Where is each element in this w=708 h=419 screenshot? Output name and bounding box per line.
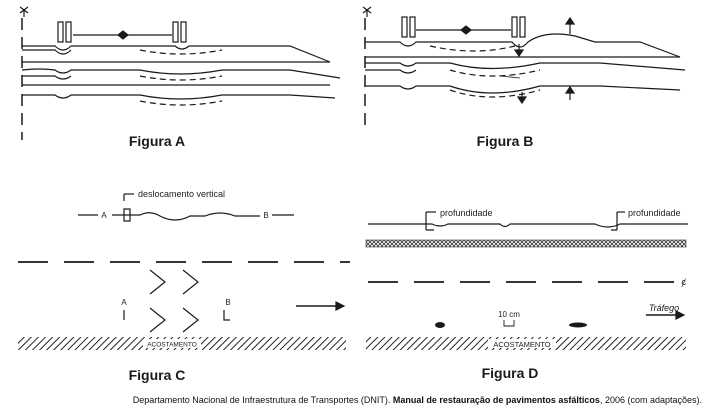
layer-surface [22,45,331,63]
axle-icon [19,6,29,17]
surface-profile [368,223,688,228]
vertical-displacement-label: deslocamento vertical [138,189,225,199]
figure-a-caption: Figura A [129,133,185,149]
figure-c-caption: Figura C [129,367,186,383]
settlement-arrow [513,49,525,58]
shoulder-label: ACOSTAMENTO [493,340,550,349]
uplift-arrow [564,85,576,94]
wheel-right [511,16,526,38]
depth-label-right: profundidade [628,208,681,218]
chevron [149,269,166,295]
shoulder-label: ACOSTAMENTO [147,342,197,349]
point-b-label: B [263,211,268,220]
layer-surface [365,33,681,58]
depth-label-left: profundidade [440,208,493,218]
source-suffix: , 2006 (com adaptações). [599,395,702,405]
shoulder-label-bg [488,339,556,348]
figure-a [19,6,341,140]
load-marker [117,30,129,40]
source-title: Manual de restauração de pavimentos asfá… [392,395,600,405]
load-marker [460,25,472,35]
figure-c [18,193,350,333]
figure-b-caption: Figura B [477,133,534,149]
deflection-arrow [516,96,528,105]
chevron [182,269,199,295]
source-prefix: Departamento Nacional de Infraestrutura … [132,395,393,405]
wheel-left [401,16,416,38]
chevron [149,307,166,333]
section-b-label: B [225,298,230,307]
figure-d [368,211,688,327]
scale-bar [503,320,515,327]
uplift-arrow [564,16,576,25]
centerline-symbol: ȼ [682,277,687,287]
base-layer-pattern [365,239,687,248]
layer-subgrade [365,85,681,94]
point-a-label: A [101,211,107,220]
layer-base [365,62,686,71]
pothole-mark [569,322,587,328]
figure-d-caption: Figura D [482,365,539,381]
axle-icon [362,6,372,17]
wheel-right [172,21,187,43]
profile-line [78,208,294,222]
section-a-label: A [121,298,127,307]
traffic-label: Tráfego [649,303,679,313]
layer-base [21,68,341,79]
source-citation: Departamento Nacional de Infraestrutura … [0,395,702,405]
scale-label: 10 cm [498,310,520,319]
chevron [182,307,199,333]
figure-b [362,6,686,128]
wheel-left [57,21,72,43]
shoulder-label-bg [143,339,201,348]
pothole-mark [435,322,445,328]
layer-subgrade [22,94,336,100]
